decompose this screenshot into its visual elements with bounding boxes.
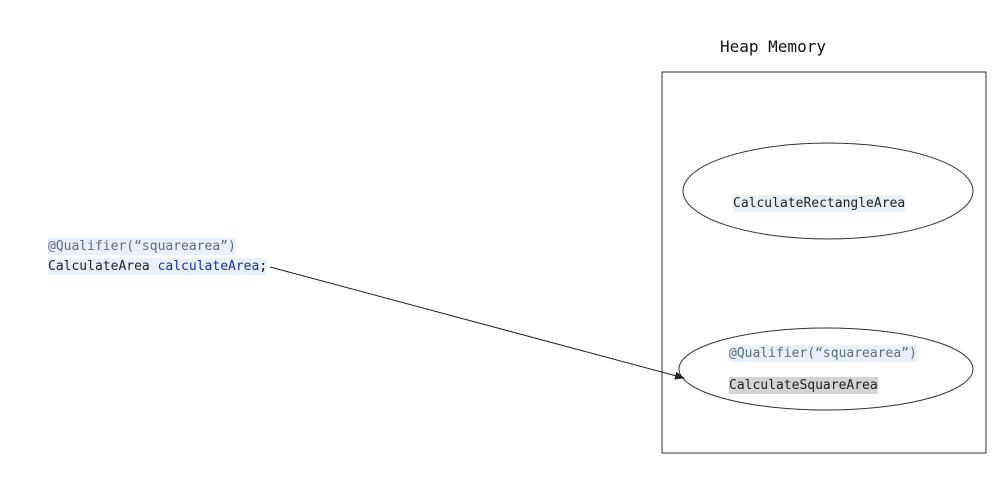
rectangle-bean-ellipse	[682, 142, 974, 240]
heap-memory-box	[661, 71, 987, 454]
code-variable: calculateArea	[157, 259, 260, 274]
square-bean-qualifier: @Qualifier(“squarearea”)	[729, 345, 917, 362]
square-bean-label: CalculateSquareArea	[729, 377, 878, 394]
code-declaration: CalculateArea calculateArea;	[48, 258, 268, 275]
code-terminator: ;	[259, 259, 268, 274]
heap-memory-title: Heap Memory	[720, 37, 826, 56]
injection-arrow	[269, 266, 685, 380]
code-type: CalculateArea	[48, 259, 150, 274]
square-bean-ellipse	[678, 327, 974, 411]
code-qualifier: @Qualifier(“squarearea”)	[48, 238, 236, 255]
rectangle-bean-label: CalculateRectangleArea	[733, 195, 906, 212]
